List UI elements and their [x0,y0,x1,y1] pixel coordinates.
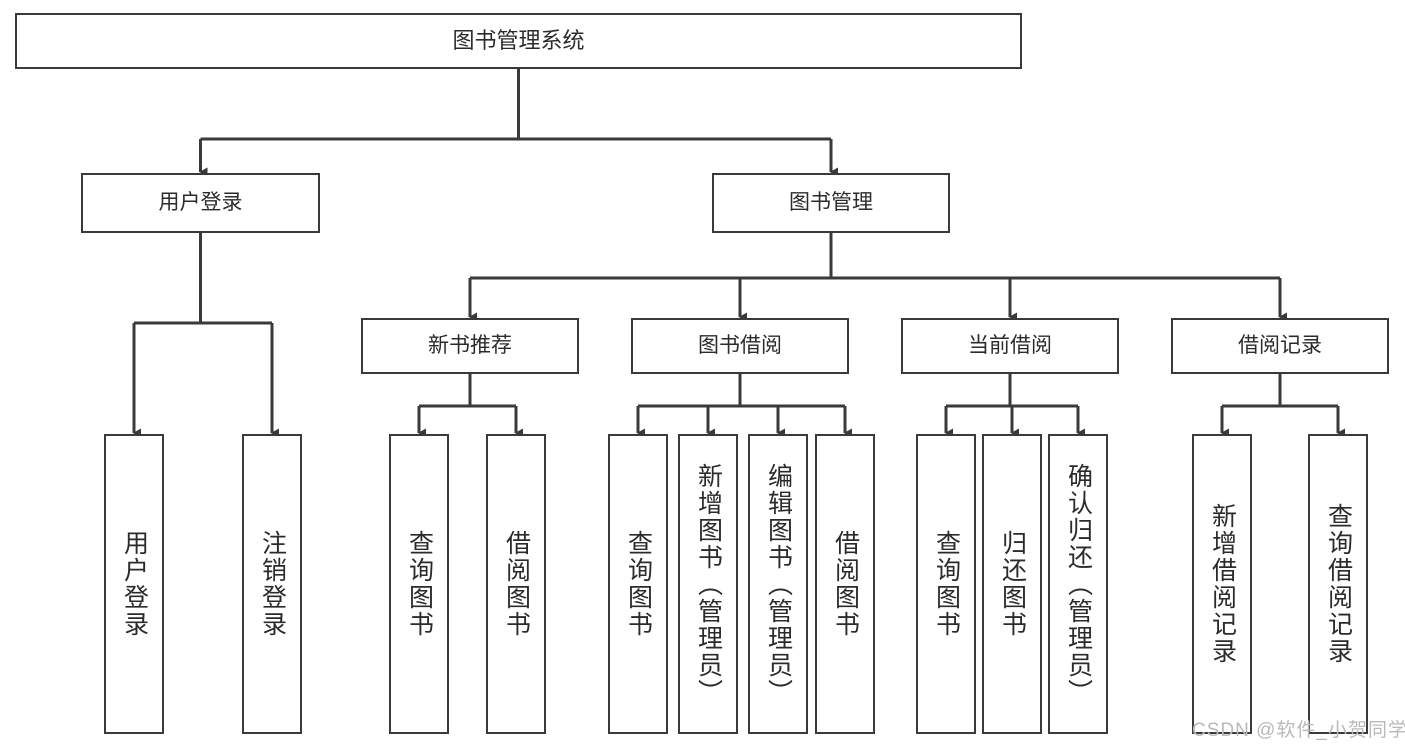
node-book-manage-label: 图书管理 [789,190,873,214]
leaf-add-borrow-record[interactable]: 新增借阅记录 [1192,434,1252,734]
node-book-manage[interactable]: 图书管理 [712,173,950,233]
node-current-borrow-label: 当前借阅 [968,333,1052,357]
leaf-query-book-1[interactable]: 查询图书 [389,434,449,734]
node-book-borrow[interactable]: 图书借阅 [631,318,849,374]
node-user-login-label: 用户登录 [158,190,243,214]
leaf-query-book-2-label: 查询图书 [624,530,653,638]
leaf-edit-book-label: 编辑图书（管理员） [764,462,793,706]
leaf-query-book-3-label: 查询图书 [932,530,961,638]
leaf-return-book-label: 归还图书 [998,530,1027,638]
leaf-borrow-book-1[interactable]: 借阅图书 [486,434,546,734]
node-new-book-recommend-label: 新书推荐 [428,333,512,357]
leaf-logout-label: 注销登录 [258,530,287,638]
leaf-confirm-return[interactable]: 确认归还（管理员） [1048,434,1108,734]
leaf-query-book-3[interactable]: 查询图书 [916,434,976,734]
node-borrow-record[interactable]: 借阅记录 [1171,318,1389,374]
leaf-user-login-label: 用户登录 [120,530,149,638]
leaf-add-book-label: 新增图书（管理员） [694,462,723,706]
node-root[interactable]: 图书管理系统 [15,13,1022,69]
leaf-borrow-book-2[interactable]: 借阅图书 [815,434,875,734]
leaf-add-book[interactable]: 新增图书（管理员） [678,434,738,734]
leaf-query-borrow-record-label: 查询借阅记录 [1324,503,1353,665]
node-root-label: 图书管理系统 [452,28,585,54]
leaf-query-borrow-record[interactable]: 查询借阅记录 [1308,434,1368,734]
node-borrow-record-label: 借阅记录 [1238,333,1322,357]
leaf-logout[interactable]: 注销登录 [242,434,302,734]
node-book-borrow-label: 图书借阅 [698,333,782,357]
node-user-login[interactable]: 用户登录 [81,173,320,233]
leaf-user-login[interactable]: 用户登录 [104,434,164,734]
leaf-query-book-1-label: 查询图书 [405,530,434,638]
leaf-borrow-book-2-label: 借阅图书 [831,530,860,638]
leaf-query-book-2[interactable]: 查询图书 [608,434,668,734]
leaf-confirm-return-label: 确认归还（管理员） [1064,462,1093,706]
node-new-book-recommend[interactable]: 新书推荐 [361,318,579,374]
node-current-borrow[interactable]: 当前借阅 [901,318,1119,374]
leaf-borrow-book-1-label: 借阅图书 [502,530,531,638]
leaf-return-book[interactable]: 归还图书 [982,434,1042,734]
leaf-edit-book[interactable]: 编辑图书（管理员） [748,434,808,734]
csdn-watermark: CSDN @软件_小贺同学 [1192,720,1405,741]
leaf-add-borrow-record-label: 新增借阅记录 [1208,503,1237,665]
